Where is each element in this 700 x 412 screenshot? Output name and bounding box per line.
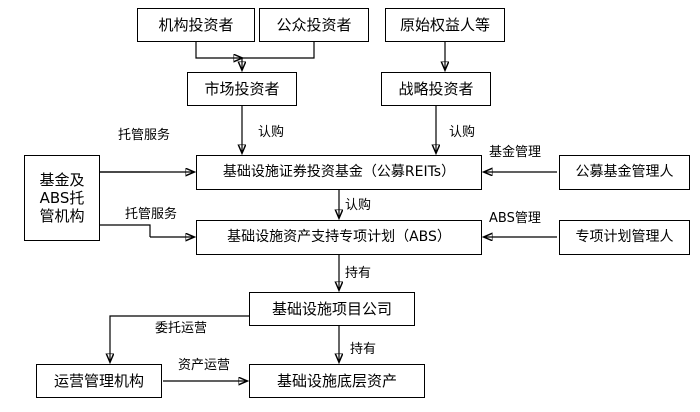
node-public-investors[interactable]: 公众投资者 xyxy=(259,8,369,42)
edge-label-entrusted-operation: 委托运营 xyxy=(155,321,208,337)
node-operation-manager[interactable]: 运营管理机构 xyxy=(36,364,162,398)
wire-custody-bottom xyxy=(100,224,151,237)
wire-project-to-operation xyxy=(110,315,249,362)
edge-label-asset-operation: 资产运营 xyxy=(178,358,231,374)
edge-label-subscribe-market: 认购 xyxy=(258,125,285,141)
node-public-reits-fund[interactable]: 基础设施证券投资基金（公募REITs） xyxy=(196,155,482,190)
node-public-fund-manager[interactable]: 公募基金管理人 xyxy=(559,155,690,190)
node-abs-plan-manager[interactable]: 专项计划管理人 xyxy=(559,220,690,255)
edge-label-custody-service-bottom: 托管服务 xyxy=(125,207,178,223)
edge-label-fund-management: 基金管理 xyxy=(489,145,542,161)
node-custody-institution[interactable]: 基金及 ABS托 管机构 xyxy=(24,155,100,241)
edge-label-subscribe-abs: 认购 xyxy=(345,198,372,214)
node-abs-plan[interactable]: 基础设施资产支持专项计划（ABS） xyxy=(196,220,482,255)
edge-label-subscribe-strategic: 认购 xyxy=(449,125,476,141)
node-project-company[interactable]: 基础设施项目公司 xyxy=(249,292,415,326)
wire-institutional-to-market xyxy=(195,42,242,58)
edge-label-hold-assets: 持有 xyxy=(350,342,377,358)
edge-label-hold-project-company: 持有 xyxy=(345,266,372,282)
node-underlying-assets[interactable]: 基础设施底层资产 xyxy=(249,364,425,398)
edge-label-custody-service-top: 托管服务 xyxy=(118,128,171,144)
node-strategic-investors[interactable]: 战略投资者 xyxy=(381,72,491,106)
wire-public-to-market-h xyxy=(242,42,315,59)
node-original-equity-holders[interactable]: 原始权益人等 xyxy=(385,8,505,42)
node-institutional-investors[interactable]: 机构投资者 xyxy=(137,8,255,42)
edge-label-abs-management: ABS管理 xyxy=(489,211,541,227)
node-market-investors[interactable]: 市场投资者 xyxy=(187,72,297,106)
